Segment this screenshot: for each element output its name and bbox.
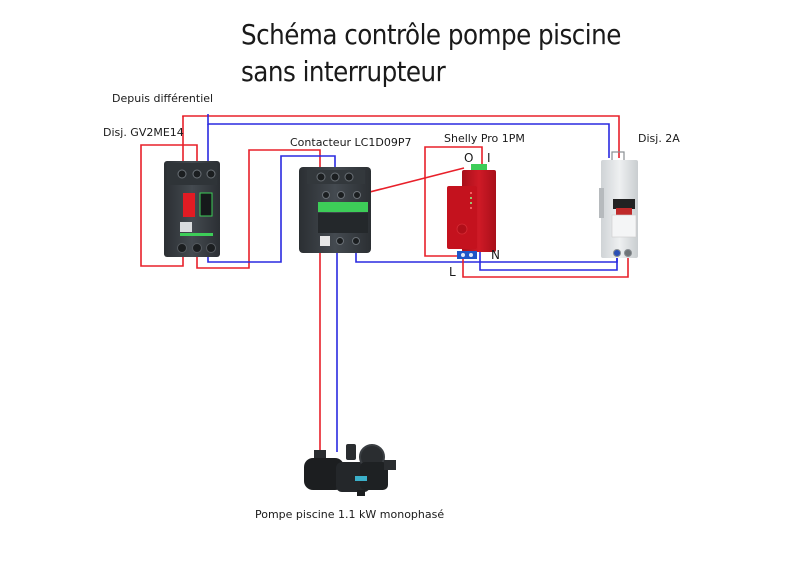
wires bbox=[140, 114, 629, 452]
label-motor-breaker: Disj. GV2ME14 bbox=[103, 126, 184, 139]
terminal-shelly-o: O bbox=[464, 151, 474, 165]
label-source: Depuis différentiel bbox=[112, 92, 214, 105]
motor-breaker-gv2me14[interactable] bbox=[164, 161, 220, 257]
wire-gv2-to-contactor-phase bbox=[196, 149, 321, 269]
label-pump: Pompe piscine 1.1 kW monophasé bbox=[255, 508, 445, 521]
diagram-title: Schéma contrôle pompe piscine sans inter… bbox=[241, 16, 621, 90]
title-line-2: sans interrupteur bbox=[241, 55, 446, 88]
wire-shelly-l bbox=[462, 252, 629, 278]
wire-shelly-n bbox=[479, 252, 618, 271]
label-contactor: Contacteur LC1D09P7 bbox=[290, 136, 412, 149]
label-breaker-2a: Disj. 2A bbox=[638, 132, 680, 145]
label-shelly: Shelly Pro 1PM bbox=[444, 132, 525, 145]
terminal-shelly-n: N bbox=[491, 248, 500, 262]
shelly-button[interactable] bbox=[456, 223, 468, 235]
pool-pump[interactable] bbox=[304, 444, 396, 496]
shelly-pro-1pm[interactable] bbox=[447, 164, 496, 259]
terminal-shelly-i: I bbox=[487, 151, 491, 165]
gv2-stop-button[interactable] bbox=[199, 192, 213, 217]
wire-gv2-loop-left bbox=[140, 144, 198, 267]
breaker-2a[interactable] bbox=[599, 151, 638, 258]
wire-source-neutral bbox=[207, 114, 610, 158]
wire-shelly-i-loop bbox=[424, 146, 483, 257]
contactor-lc1d09p7[interactable] bbox=[299, 167, 371, 253]
title-line-1: Schéma contrôle pompe piscine bbox=[241, 18, 621, 51]
gv2-start-button[interactable] bbox=[183, 193, 195, 217]
terminal-shelly-l: L bbox=[449, 265, 456, 279]
wire-gv2-to-contactor-neutral bbox=[207, 155, 336, 263]
wire-coil-to-shelly-o bbox=[357, 167, 465, 196]
